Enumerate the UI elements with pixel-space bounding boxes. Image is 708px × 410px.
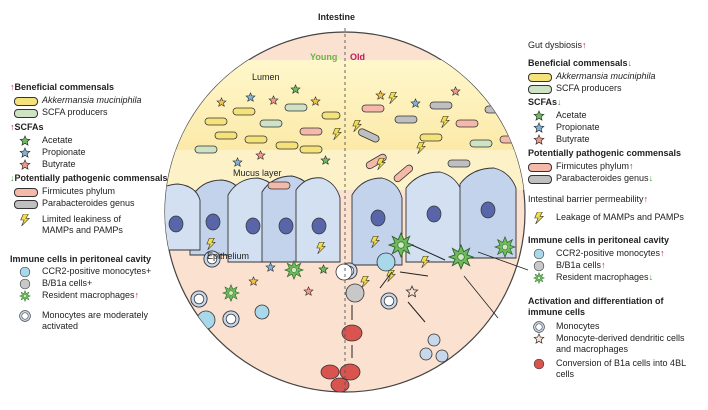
right-scfa-producers-item: SCFA producers <box>528 83 622 94</box>
right-b1a-item: B/B1a cells↑ <box>528 260 606 272</box>
butyrate-icon <box>533 134 545 145</box>
left-monocytes-item: Monocytes are moderately <box>14 310 148 322</box>
scfa-producer-swatch <box>528 85 552 94</box>
left-b1a-item: B/B1a cells+ <box>14 278 92 290</box>
lightning-icon <box>534 212 544 224</box>
right-immune-heading: Immune cells in peritoneal cavity <box>528 235 670 245</box>
left-legend: ↑Beneficial commensals Akkermansia mucin… <box>0 0 190 410</box>
left-leakiness-item: Limited leakiness of <box>14 214 121 226</box>
left-akkermansia-item: Akkermansia muciniphila <box>14 95 142 106</box>
right-ccr2-item: CCR2-positive monocytes↑ <box>528 248 665 260</box>
right-scfas-heading: SCFAs↓ <box>528 97 562 107</box>
right-firmicutes-item: Firmicutes phylum↑ <box>528 161 634 172</box>
propionate-icon <box>533 122 545 133</box>
right-mdc-item: Monocyte-derived dendritic cells <box>528 333 685 344</box>
young-label: Young <box>310 52 338 62</box>
lightning-icon <box>20 214 30 226</box>
monocyte-icon <box>533 248 545 260</box>
firmicutes-swatch <box>14 188 38 197</box>
left-acetate-item: Acetate <box>14 135 73 146</box>
propionate-icon <box>19 147 31 158</box>
old-label: Old <box>350 52 365 62</box>
right-activation-heading-line2: immune cells <box>528 307 586 317</box>
firmicutes-swatch <box>528 163 552 172</box>
right-akkermansia-item: Akkermansia muciniphila <box>528 71 656 82</box>
right-legend: Gut dysbiosis↑ Beneficial commensals↓ Ak… <box>528 0 708 410</box>
right-butyrate-item: Butyrate <box>528 134 590 145</box>
right-activation-heading: Activation and differentiation of <box>528 296 664 306</box>
acetate-icon <box>533 110 545 121</box>
plasma-cell-icon <box>533 358 545 370</box>
parabacteroides-swatch <box>14 200 38 209</box>
parabacteroides-swatch <box>528 175 552 184</box>
left-scfa-producers-item: SCFA producers <box>14 107 108 118</box>
right-conversion-item: Conversion of B1a cells into 4BL <box>528 358 686 370</box>
left-ccr2-item: CCR2-positive monocytes+ <box>14 266 151 278</box>
macrophage-icon <box>19 290 31 302</box>
scfa-producer-swatch <box>14 109 38 118</box>
left-leakiness-line2: MAMPs and PAMPs <box>42 225 123 235</box>
right-conversion-line2: cells <box>556 369 575 379</box>
b-cell-icon <box>533 260 545 272</box>
dendritic-cell-icon <box>533 333 545 344</box>
akkermansia-swatch <box>528 73 552 82</box>
right-acetate-item: Acetate <box>528 110 587 121</box>
macrophage-icon <box>533 272 545 284</box>
right-dysbiosis: Gut dysbiosis↑ <box>528 40 587 50</box>
left-firmicutes-item: Firmicutes phylum <box>14 186 115 197</box>
lumen-label: Lumen <box>252 72 280 82</box>
epithelium-label: Epithelium <box>207 251 250 261</box>
left-resident-item: Resident macrophages↑ <box>14 290 139 302</box>
left-pathogenic-heading: ↓Potentially pathogenic commensals <box>10 173 168 183</box>
left-propionate-item: Propionate <box>14 147 86 158</box>
right-mdc-line2: and macrophages <box>556 344 629 354</box>
monocyte-icon <box>19 266 31 278</box>
butyrate-icon <box>19 159 31 170</box>
mucus-layer-label: Mucus layer <box>233 168 282 178</box>
right-pathogenic-heading: Potentially pathogenic commensals <box>528 148 682 158</box>
left-butyrate-item: Butyrate <box>14 159 76 170</box>
right-permeability: Intestinal barrier permeability↑ <box>528 194 649 204</box>
right-parabacteroides-item: Parabacteroides genus↓ <box>528 173 653 184</box>
right-resident-item: Resident macrophages↓ <box>528 272 653 284</box>
right-monocytes-item: Monocytes <box>528 321 600 333</box>
activated-monocyte-icon <box>19 310 31 322</box>
left-parabacteroides-item: Parabacteroides genus <box>14 198 135 209</box>
akkermansia-swatch <box>14 97 38 106</box>
b-cell-icon <box>19 278 31 290</box>
monocyte-icon <box>533 321 545 333</box>
left-immune-heading: Immune cells in peritoneal cavity <box>10 254 152 264</box>
left-monocytes-line2: activated <box>42 321 79 331</box>
right-leakage-item: Leakage of MAMPs and PAMPs <box>528 212 684 224</box>
left-beneficial-heading: ↑Beneficial commensals <box>10 82 115 92</box>
right-beneficial-heading: Beneficial commensals↓ <box>528 58 633 68</box>
diagram-title: Intestine <box>318 12 356 22</box>
left-scfas-heading: ↑SCFAs <box>10 122 44 132</box>
right-propionate-item: Propionate <box>528 122 600 133</box>
acetate-icon <box>19 135 31 146</box>
